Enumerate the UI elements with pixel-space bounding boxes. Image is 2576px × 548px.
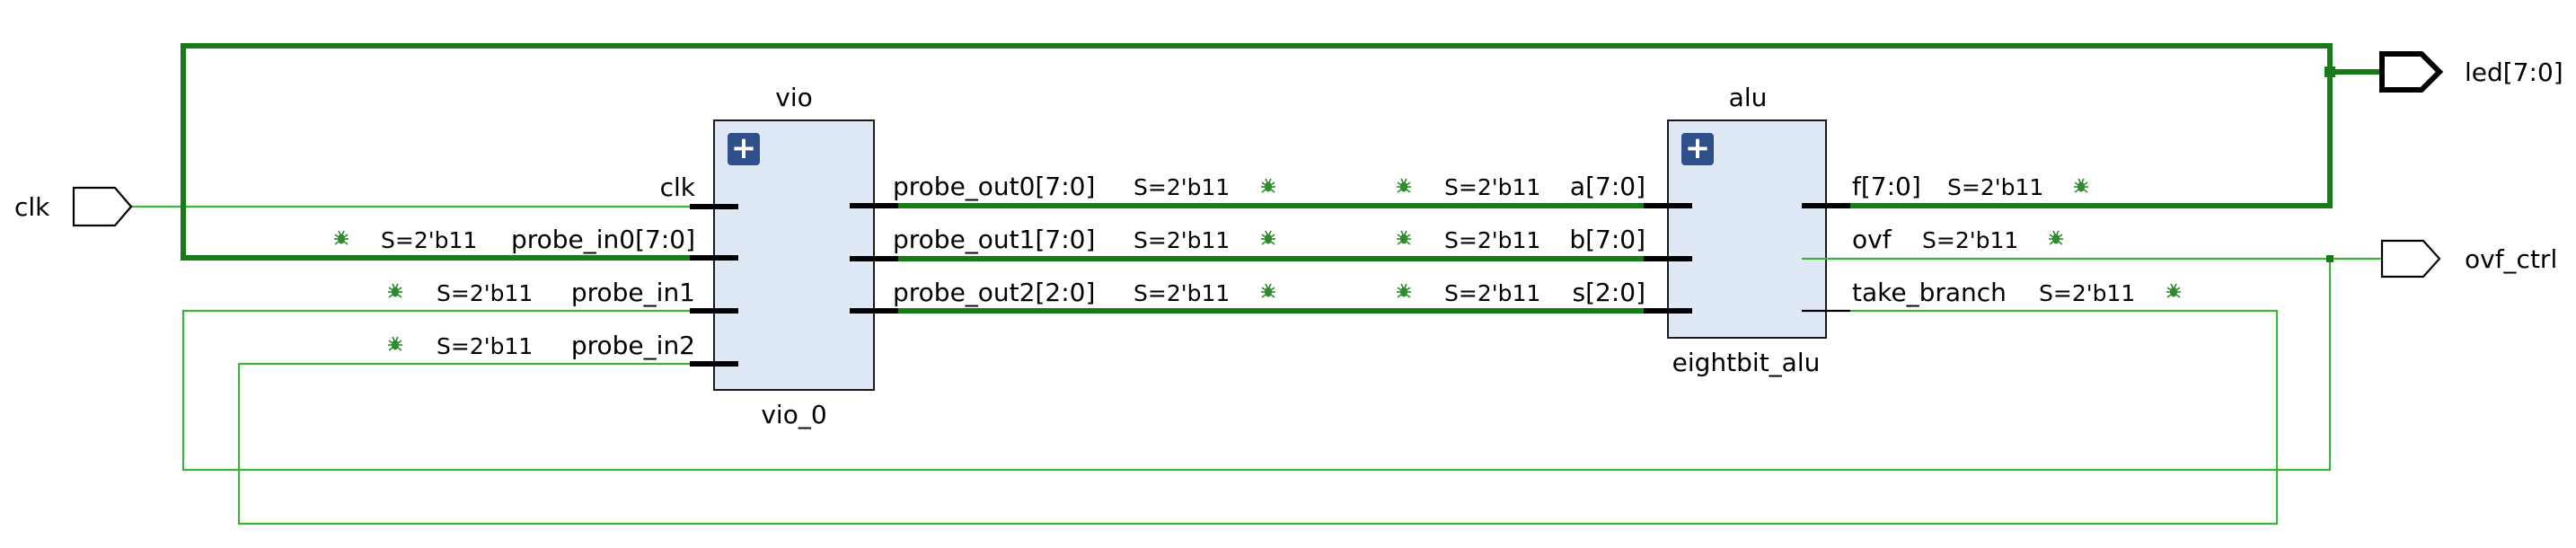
- debug-value-label: S=2'b11: [1922, 227, 2018, 253]
- expand-button-alu[interactable]: [1681, 133, 1714, 165]
- pin-label-alu-take-branch: take_branch: [1852, 278, 2007, 307]
- debug-value-label: S=2'b11: [1444, 227, 1540, 253]
- cell-vio[interactable]: vio + vio_0 clk probe_in0[7:0] probe_in1…: [511, 83, 1095, 429]
- pin-label-vio-probe-out0: probe_out0[7:0]: [893, 172, 1095, 201]
- bug-icon[interactable]: [2074, 178, 2088, 193]
- pin-label-vio-probe-in0: probe_in0[7:0]: [511, 225, 695, 254]
- debug-value-label: S=2'b11: [1134, 227, 1230, 253]
- port-label-led: led[7:0]: [2465, 57, 2563, 87]
- net-take-branch[interactable]: [237, 309, 2279, 526]
- pin-label-vio-clk: clk: [660, 172, 696, 202]
- expand-button-vio[interactable]: [728, 133, 760, 165]
- output-port-led[interactable]: [2379, 51, 2444, 93]
- debug-value-label: S=2'b11: [1134, 174, 1230, 200]
- pin-label-alu-f: f[7:0]: [1852, 172, 1921, 201]
- bug-icon[interactable]: [1397, 178, 1411, 193]
- debug-value-label: S=2'b11: [381, 227, 477, 253]
- port-label-clk: clk: [14, 192, 50, 222]
- pin-label-vio-probe-in1: probe_in1: [571, 278, 695, 307]
- debug-value-label: S=2'b11: [1134, 280, 1230, 306]
- pin-label-alu-a: a[7:0]: [1570, 172, 1645, 201]
- bug-icon[interactable]: [334, 230, 348, 245]
- bug-icon[interactable]: [1261, 230, 1275, 245]
- cell-title-alu: alu: [1729, 83, 1768, 112]
- plus-icon: +: [1685, 130, 1711, 166]
- input-port-clk[interactable]: [72, 186, 133, 227]
- bug-icon[interactable]: [1261, 283, 1275, 298]
- port-label-ovf-ctrl: ovf_ctrl: [2465, 244, 2557, 274]
- pin-label-vio-probe-in2: probe_in2: [571, 331, 695, 360]
- cell-alu[interactable]: alu + eightbit_alu a[7:0] b[7:0] s[2:0] …: [1569, 83, 2007, 377]
- bug-icon[interactable]: [388, 336, 402, 351]
- bug-icon[interactable]: [1397, 230, 1411, 245]
- debug-value-label: S=2'b11: [1444, 280, 1540, 306]
- bug-icon[interactable]: [1397, 283, 1411, 298]
- cell-instance-alu: eightbit_alu: [1672, 348, 1821, 377]
- bug-icon[interactable]: [1261, 178, 1275, 193]
- net-led-bus[interactable]: [181, 43, 2333, 261]
- pin-label-alu-s: s[2:0]: [1573, 278, 1646, 307]
- bug-icon[interactable]: [388, 283, 402, 298]
- debug-value-label: S=2'b11: [437, 333, 533, 359]
- pin-label-alu-ovf: ovf: [1852, 225, 1892, 254]
- debug-value-label: S=2'b11: [437, 280, 533, 306]
- net-ovf-loop[interactable]: [181, 259, 2332, 472]
- pin-label-alu-b: b[7:0]: [1569, 225, 1645, 254]
- bug-icon[interactable]: [2166, 283, 2181, 298]
- cell-instance-vio: vio_0: [761, 400, 826, 429]
- pin-label-vio-probe-out2: probe_out2[2:0]: [893, 278, 1095, 307]
- bug-icon[interactable]: [2049, 230, 2063, 245]
- cell-title-vio: vio: [775, 83, 812, 112]
- debug-value-label: S=2'b11: [2039, 280, 2135, 306]
- plus-icon: +: [731, 130, 757, 166]
- debug-value-label: S=2'b11: [1444, 174, 1540, 200]
- junction-dot-ovf: [2326, 255, 2333, 262]
- output-port-ovf-ctrl[interactable]: [2380, 239, 2441, 278]
- junction-dot-led: [2325, 66, 2335, 77]
- debug-value-label: S=2'b11: [1947, 174, 2043, 200]
- pin-label-vio-probe-out1: probe_out1[7:0]: [893, 225, 1095, 254]
